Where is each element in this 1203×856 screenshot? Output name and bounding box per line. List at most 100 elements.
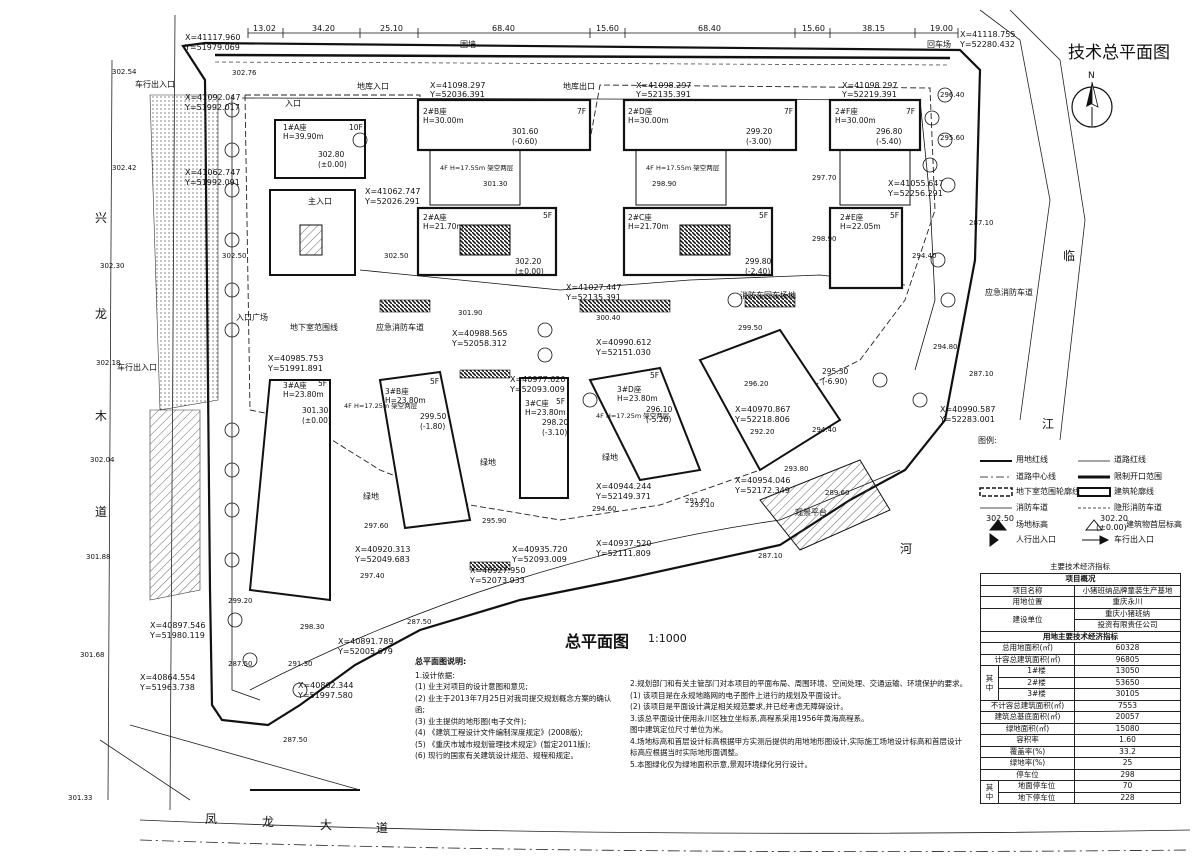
svg-text:X=41062.747: X=41062.747 [365,187,420,196]
tech-label: 用地位置 [980,596,1075,609]
legend-item: 道路红线 [1114,455,1146,464]
svg-text:4F H=17.25m 架空两层: 4F H=17.25m 架空两层 [596,411,670,420]
svg-text:294.40: 294.40 [912,252,937,260]
svg-text:287.10: 287.10 [969,219,994,227]
svg-text:X=40891.789: X=40891.789 [338,637,393,646]
svg-text:兴: 兴 [95,211,107,225]
svg-text:2#B座: 2#B座 [423,106,447,116]
svg-text:X=40897.546: X=40897.546 [150,621,205,630]
note-line: 图中建筑定位尺寸单位为米。 [630,725,728,734]
tech-value: 重庆小猪班纳 [1073,607,1182,620]
svg-text:299.80: 299.80 [745,257,771,266]
svg-text:297.60: 297.60 [364,522,389,530]
coordinate-labels: X=41117.960 Y=51979.069 X=41118.755 Y=52… [139,30,1015,700]
svg-text:X=40977.620: X=40977.620 [510,375,565,384]
svg-text:302.80: 302.80 [318,150,344,159]
svg-text:H=23.80m: H=23.80m [385,396,426,405]
north-label: N [1088,71,1095,81]
svg-text:291.60: 291.60 [685,497,710,505]
tech-label: 不计容总建筑面积(㎡) [980,699,1075,712]
svg-text:298.90: 298.90 [652,180,677,188]
svg-text:15.60: 15.60 [802,24,825,33]
svg-text:Y=52135.391: Y=52135.391 [635,90,691,99]
legend-item: 消防车道 [1016,503,1048,512]
svg-text:Y=51992.017: Y=51992.017 [184,103,240,112]
note-line: (2) 业主于2013年7月25日对我司提交规划概念方案的确认函; [415,693,612,715]
svg-text:X=40985.753: X=40985.753 [268,354,323,363]
legend-item: 建筑物首层标高 [1126,520,1182,529]
tech-label: 2#楼 [998,676,1075,689]
svg-text:301.30: 301.30 [302,406,328,415]
road-xinglongmu: 兴 龙 木 道 [95,211,107,519]
building-3A [248,379,331,602]
building-2B [416,98,592,277]
plan-title: 总平面图 [565,632,630,651]
top-dimensions: 13.02 34.20 25.10 68.40 15.60 68.40 15.6… [253,24,953,33]
svg-text:龙: 龙 [262,815,274,829]
svg-text:(-0.60): (-0.60) [512,137,537,146]
svg-text:X=40935.720: X=40935.720 [512,545,567,554]
note-line: (4) 《建筑工程设计文件编制深度规定》(2008版); [415,728,583,737]
svg-text:298.90: 298.90 [812,235,837,243]
view-platform [759,459,891,551]
svg-text:X=40944.244: X=40944.244 [596,482,651,491]
tech-value: 298 [1073,768,1182,781]
svg-text:X=40927.950: X=40927.950 [470,566,525,575]
svg-text:Y=51997.580: Y=51997.580 [297,691,353,700]
svg-text:(-5.40): (-5.40) [876,137,901,146]
plan-notes: 总平面图说明: 1.设计依据: (1) 业主对项目的设计意图和意见; (2) 业… [415,656,975,786]
note-line: 3.该总平面设计使用永川区独立坐标系,高程系采用1956年黄海高程系。 [630,713,869,723]
building-labels: 1#A座 H=39.90m 10F 302.80 (±0.00) 2#B座 H=… [283,106,915,437]
svg-text:Y=52219.391: Y=52219.391 [841,90,897,99]
tech-label: 绿地面积(㎡) [980,722,1075,735]
svg-text:1#A座: 1#A座 [283,122,307,132]
svg-text:291.30: 291.30 [288,660,313,668]
svg-text:Y=52151.030: Y=52151.030 [595,348,651,357]
svg-text:4F H=17.55m 架空两层: 4F H=17.55m 架空两层 [440,163,514,172]
svg-text:298.30: 298.30 [300,623,325,631]
svg-text:Y=51980.119: Y=51980.119 [149,631,205,640]
svg-text:大: 大 [320,818,332,832]
legend-item: 限制开口范围 [1114,472,1162,481]
svg-text:302.42: 302.42 [112,164,137,172]
tech-label: 建设单位 [980,607,1075,632]
svg-text:H=23.80m: H=23.80m [525,408,566,417]
svg-text:34.20: 34.20 [312,24,335,33]
tech-value: 33.2 [1073,745,1182,758]
svg-text:5F: 5F [650,371,659,380]
svg-text:25.10: 25.10 [380,24,403,33]
svg-text:295.30: 295.30 [822,367,848,376]
tech-value: 20057 [1073,711,1182,724]
svg-text:Y=52093.009: Y=52093.009 [511,555,567,564]
svg-text:H=30.00m: H=30.00m [423,116,464,125]
podium-labels: 4F H=17.55m 架空两层 4F H=17.55m 架空两层 4F H=1… [344,163,720,420]
tech-label: 建筑总基底面积(㎡) [980,711,1075,724]
building-3E [698,328,842,472]
svg-text:5F: 5F [543,211,552,220]
svg-text:7F: 7F [784,107,793,116]
svg-text:河: 河 [900,542,912,556]
tech-label: 覆盖率(%) [980,745,1075,758]
svg-text:301.33: 301.33 [68,794,93,802]
svg-text:293.10: 293.10 [690,501,715,509]
svg-text:X=40864.554: X=40864.554 [140,673,195,682]
building-3D [588,366,702,482]
road-fenglong: 凤 龙 大 道 [205,812,388,835]
svg-text:297.40: 297.40 [360,572,385,580]
svg-text:入口: 入口 [285,99,301,108]
legend-sample-floor: 302.20 [1100,514,1128,523]
notes-heading: 总平面图说明: [415,657,467,666]
building-2F [828,98,922,290]
svg-text:围墙: 围墙 [460,39,476,49]
tech-value: 投资有限责任公司 [1073,619,1182,632]
legend-symbols [979,460,1111,547]
svg-text:Y=51991.891: Y=51991.891 [267,364,323,373]
tech-section-2: 用地主要技术经济指标 [979,630,1182,643]
tech-value: 13050 [1073,665,1182,678]
svg-text:294.40: 294.40 [812,426,837,434]
svg-text:15.60: 15.60 [596,24,619,33]
svg-text:7F: 7F [577,107,586,116]
svg-text:X=40970.867: X=40970.867 [735,405,790,414]
svg-text:287.10: 287.10 [969,370,994,378]
svg-text:X=40990.587: X=40990.587 [940,405,995,414]
